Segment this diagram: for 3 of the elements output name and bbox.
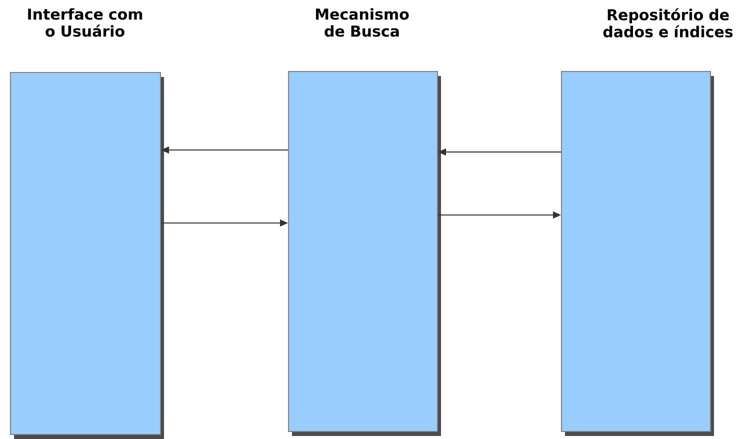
column-heading: Repositório de dados e índices [603,8,733,38]
column-heading: Mecanismo de Busca [316,8,409,37]
column-heading: Interface com o Usuário [28,8,142,37]
